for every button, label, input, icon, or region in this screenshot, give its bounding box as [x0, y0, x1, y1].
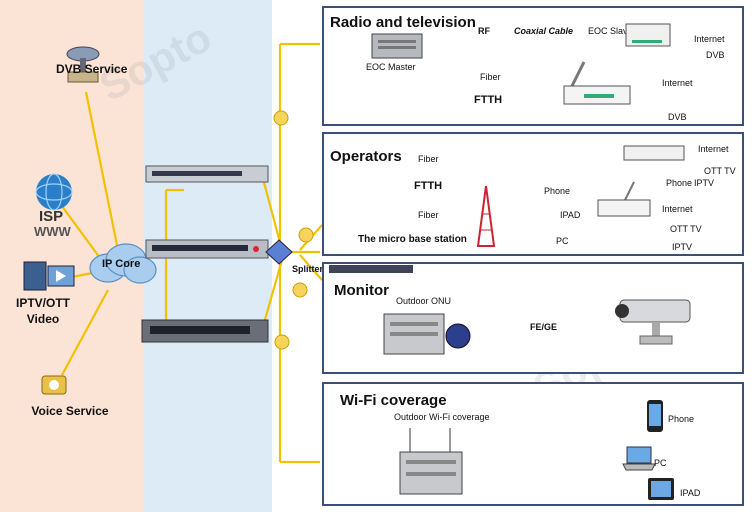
dvb-service-label: DVB Service	[56, 62, 128, 76]
radio-dvb-label: DVB	[706, 50, 725, 60]
outdoor-onu-device	[380, 306, 476, 360]
olt-device-1	[144, 162, 270, 186]
video-icon	[22, 258, 78, 294]
tablet-icon	[646, 476, 676, 502]
globe-icon	[34, 172, 74, 212]
eoc-slave-label: EOC Slave	[588, 26, 633, 36]
operators-internet2-label: Internet	[662, 204, 693, 214]
www-label: WWW	[34, 224, 71, 239]
eoc-master-label: EOC Master	[366, 62, 416, 72]
radio-internet2-label: Internet	[662, 78, 693, 88]
radio-ftth-label: FTTH	[474, 94, 503, 106]
wifi-phone-label: Phone	[668, 414, 695, 424]
eoc-slave-device	[622, 16, 674, 54]
operators-phone-label: Phone	[544, 186, 571, 196]
fe-ge-label: FE/GE	[530, 322, 558, 332]
panel-radio-television	[322, 6, 744, 126]
operators-title: Operators	[330, 148, 402, 165]
ip-core-label: IP Core	[102, 258, 141, 270]
operators-ott1-label: OTT TV	[704, 166, 736, 176]
olt-device-2	[144, 236, 270, 262]
operators-fiber2-label: Fiber	[418, 210, 439, 220]
splitter-icon	[264, 238, 294, 266]
base-station-tower-icon	[474, 180, 498, 248]
radio-tv-title: Radio and television	[330, 14, 476, 31]
olt-device-3	[140, 316, 270, 346]
operators-ott2-label: OTT TV	[670, 224, 702, 234]
video-label: Video	[26, 312, 60, 326]
splitter-label: Splitter	[292, 264, 324, 274]
radio-internet-label: Internet	[694, 34, 725, 44]
micro-base-station-label: The micro base station	[358, 234, 467, 245]
operators-phone2-label: Phone	[666, 178, 693, 188]
operators-pc-label: PC	[556, 236, 569, 246]
operators-iptv1-label: IPTV	[694, 178, 715, 188]
isp-label: ISP	[39, 208, 64, 225]
voice-icon	[40, 372, 68, 398]
operators-ftth-label: FTTH	[414, 180, 443, 192]
wifi-ipad-label: IPAD	[680, 488, 701, 498]
wifi-coverage-title: Wi-Fi coverage	[340, 392, 447, 409]
coax-label: Coaxial Cable	[514, 26, 574, 36]
ont-router-radio	[560, 60, 638, 110]
wifi-pc-label: PC	[654, 458, 667, 468]
radio-fiber-label: Fiber	[480, 72, 501, 82]
monitor-olt-strip	[328, 262, 414, 274]
operators-iptv2-label: IPTV	[672, 242, 693, 252]
rf-label: RF	[478, 26, 490, 36]
radio-dvb2-label: DVB	[668, 112, 687, 122]
eoc-master-device	[368, 28, 426, 62]
operators-internet1-label: Internet	[698, 144, 729, 154]
voice-service-label: Voice Service	[31, 404, 109, 418]
laptop-icon	[622, 444, 656, 472]
operators-ipad-label: IPAD	[560, 210, 581, 220]
camera-icon	[612, 290, 704, 354]
operators-fiber1-label: Fiber	[418, 154, 439, 164]
phone-icon	[644, 398, 666, 434]
outdoor-wifi-label: Outdoor Wi-Fi coverage	[394, 412, 490, 422]
monitor-title: Monitor	[334, 282, 389, 299]
ip-core-cloud	[86, 240, 158, 288]
ont-router-operators-2	[594, 180, 654, 220]
outdoor-wifi-device	[396, 424, 466, 498]
iptv-ott-label: IPTV/OTT	[16, 296, 70, 310]
satellite-dish-icon	[60, 40, 106, 88]
ont-device-operators-1	[622, 140, 686, 164]
outdoor-onu-label: Outdoor ONU	[396, 296, 452, 306]
